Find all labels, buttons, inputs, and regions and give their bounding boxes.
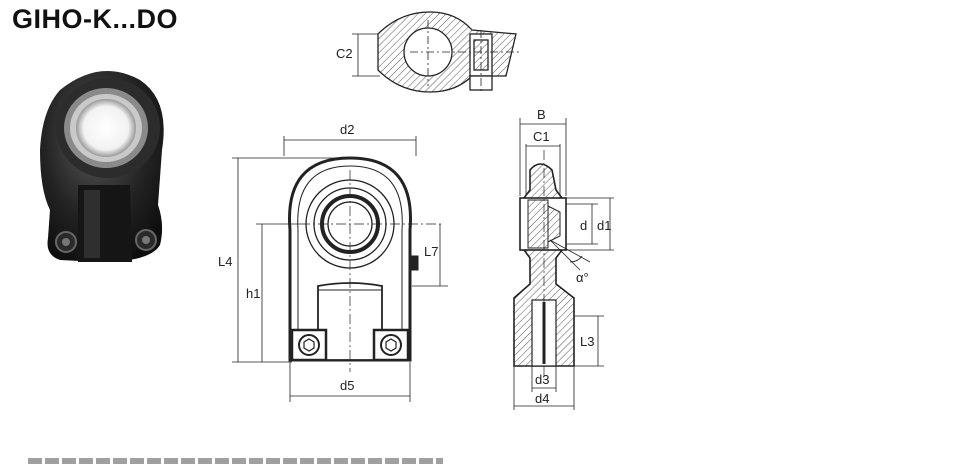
label-c2: C2 (336, 46, 353, 61)
product-photo (40, 71, 164, 262)
label-d2: d2 (340, 122, 354, 137)
label-l3: L3 (580, 334, 594, 349)
top-section-view (352, 11, 520, 93)
cropped-footer-strip (28, 458, 443, 464)
label-alpha: α° (576, 270, 589, 285)
label-d5: d5 (340, 378, 354, 393)
side-section-view (513, 118, 614, 410)
label-l7: L7 (424, 244, 438, 259)
label-d3: d3 (535, 372, 549, 387)
label-d: d (580, 218, 587, 233)
label-d1: d1 (597, 218, 611, 233)
label-d4: d4 (535, 391, 549, 406)
label-h1: h1 (246, 286, 260, 301)
label-c1: C1 (533, 129, 550, 144)
label-l4: L4 (218, 254, 232, 269)
label-b: B (537, 107, 546, 122)
front-view (232, 136, 448, 402)
product-title: GIHO-K...DO (12, 4, 178, 34)
